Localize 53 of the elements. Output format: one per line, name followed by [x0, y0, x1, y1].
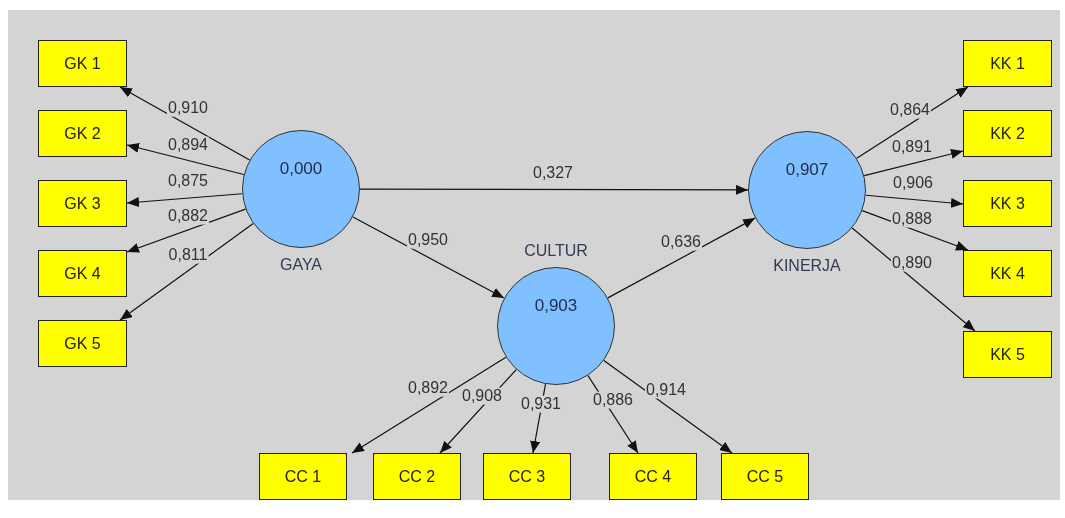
- arrow: [359, 184, 749, 195]
- variable-name: GAYA: [279, 256, 323, 274]
- indicator-box: KK 3: [963, 180, 1052, 227]
- arrow: [126, 193, 243, 207]
- edge-label: 0,931: [520, 395, 562, 413]
- indicator-box: CC 5: [721, 453, 809, 500]
- indicator-box: GK 2: [38, 110, 127, 157]
- edge-label: 0,950: [407, 231, 449, 249]
- arrow: [126, 143, 245, 176]
- variable-name: CULTUR: [524, 242, 588, 260]
- r-squared-value: 0,000: [279, 159, 323, 179]
- indicator-box: CC 2: [373, 453, 461, 500]
- arrow: [351, 356, 507, 454]
- edge-label: 0,327: [532, 164, 574, 182]
- arrow: [119, 86, 251, 161]
- arrow: [863, 149, 964, 177]
- edge-label: 0,894: [167, 136, 209, 154]
- edge-label: 0,910: [167, 99, 209, 117]
- arrow: [607, 217, 756, 299]
- indicator-box: CC 1: [259, 453, 347, 500]
- edge-label: 0,890: [891, 254, 933, 272]
- edge-label: 0,908: [461, 387, 503, 405]
- arrow: [352, 216, 505, 299]
- edge-label: 0,892: [407, 379, 449, 397]
- arrow: [851, 227, 976, 332]
- indicator-box: KK 2: [963, 110, 1052, 157]
- edge-label: 0,906: [892, 174, 934, 192]
- edge-label: 0,875: [167, 172, 209, 190]
- indicator-box: GK 4: [38, 250, 127, 297]
- arrow: [603, 359, 733, 454]
- indicator-box: KK 4: [963, 250, 1052, 297]
- r-squared-value: 0,903: [534, 296, 578, 316]
- edge-label: 0,811: [167, 246, 209, 264]
- arrow: [119, 223, 254, 321]
- indicator-box: CC 4: [609, 453, 697, 500]
- edge-label: 0,914: [645, 381, 687, 399]
- indicator-box: KK 1: [963, 40, 1052, 87]
- variable-name: KINERJA: [773, 257, 841, 275]
- indicator-box: GK 1: [38, 40, 127, 87]
- indicator-box: GK 5: [38, 320, 127, 367]
- r-squared-value: 0,907: [785, 160, 829, 180]
- edge-label: 0,864: [889, 101, 931, 119]
- edge-label: 0,888: [891, 210, 933, 228]
- indicator-box: CC 3: [483, 453, 571, 500]
- arrow: [856, 86, 969, 159]
- edge-label: 0,886: [592, 391, 634, 409]
- indicator-box: KK 5: [963, 331, 1052, 378]
- edge-label: 0,891: [891, 138, 933, 156]
- edge-label: 0,882: [167, 207, 209, 225]
- arrow: [865, 194, 964, 208]
- indicator-box: GK 3: [38, 180, 127, 227]
- edge-label: 0,636: [660, 233, 702, 251]
- arrow: [126, 208, 247, 253]
